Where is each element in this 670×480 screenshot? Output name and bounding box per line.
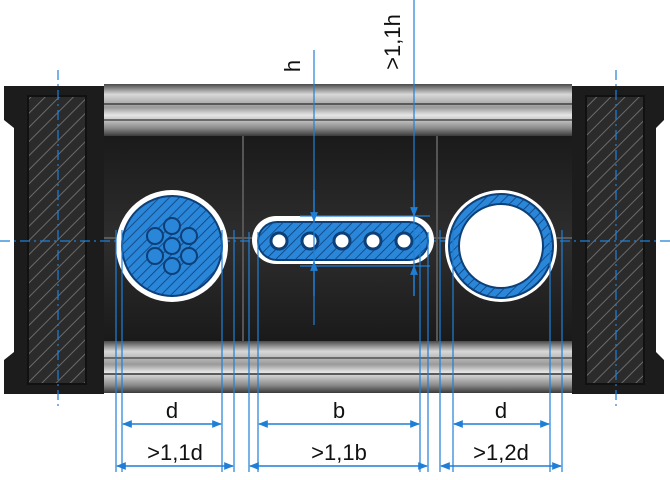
right-side-plate xyxy=(572,70,664,410)
top-rail xyxy=(104,84,572,136)
multicore-round-cable xyxy=(116,190,228,302)
label-1-1d: >1,1d xyxy=(147,440,203,465)
label-h: h xyxy=(280,60,305,72)
left-side-plate xyxy=(4,70,104,410)
label-d-right: d xyxy=(495,398,507,423)
dimension-arrows xyxy=(116,180,562,470)
extension-lines xyxy=(115,0,563,472)
label-1-2d: >1,2d xyxy=(473,440,529,465)
label-1-1b: >1,1b xyxy=(311,440,367,465)
bottom-rail xyxy=(104,341,572,393)
label-b: b xyxy=(333,398,345,423)
label-d-left: d xyxy=(166,398,178,423)
hose xyxy=(445,190,557,302)
flat-cable xyxy=(252,216,434,264)
label-1-1h: >1,1h xyxy=(380,14,405,70)
